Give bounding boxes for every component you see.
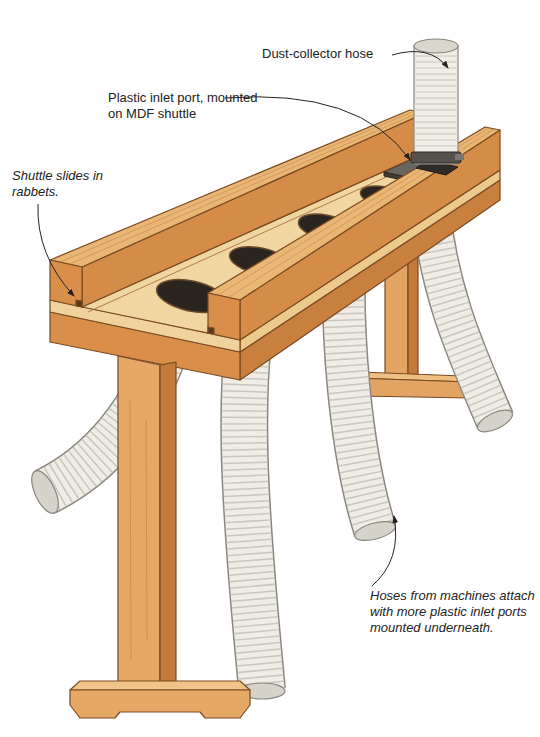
rail-end (208, 293, 240, 340)
rail-top (208, 127, 500, 300)
front-leg (70, 356, 250, 718)
hose-ends (26, 406, 515, 699)
leader-lines (38, 52, 448, 586)
rabbet-notch (76, 300, 82, 307)
leg-foot (70, 690, 250, 718)
leader-line (38, 204, 74, 296)
rabbet-notch (208, 327, 214, 334)
leader-line (372, 516, 396, 586)
leg-foot-top (70, 681, 250, 690)
callout-label: Dust-collector hose (262, 46, 402, 62)
collector-hose (411, 39, 464, 175)
callout-label: Plastic inlet port, mounted on MDF shutt… (108, 90, 258, 122)
wood-grain (130, 400, 147, 660)
wood-grain (218, 128, 494, 297)
clamp-screw (455, 154, 464, 160)
hose-end (474, 406, 515, 437)
right-rail (208, 127, 500, 340)
hose-end (26, 467, 64, 517)
hose-body (414, 46, 458, 164)
rail-outer-face (240, 130, 500, 340)
leg-post (118, 356, 160, 684)
leg-post-side (160, 362, 176, 684)
hose-top (414, 39, 458, 53)
hose-end (353, 518, 398, 544)
leader-line (392, 52, 448, 68)
rail-end (50, 260, 82, 307)
callout-note: Hoses from machines attach with more pla… (370, 588, 538, 636)
leader-line (225, 97, 410, 160)
callout-note: Shuttle slides in rabbets. (12, 168, 107, 200)
hose-clamp (411, 152, 461, 163)
hose-ribs (414, 56, 458, 146)
